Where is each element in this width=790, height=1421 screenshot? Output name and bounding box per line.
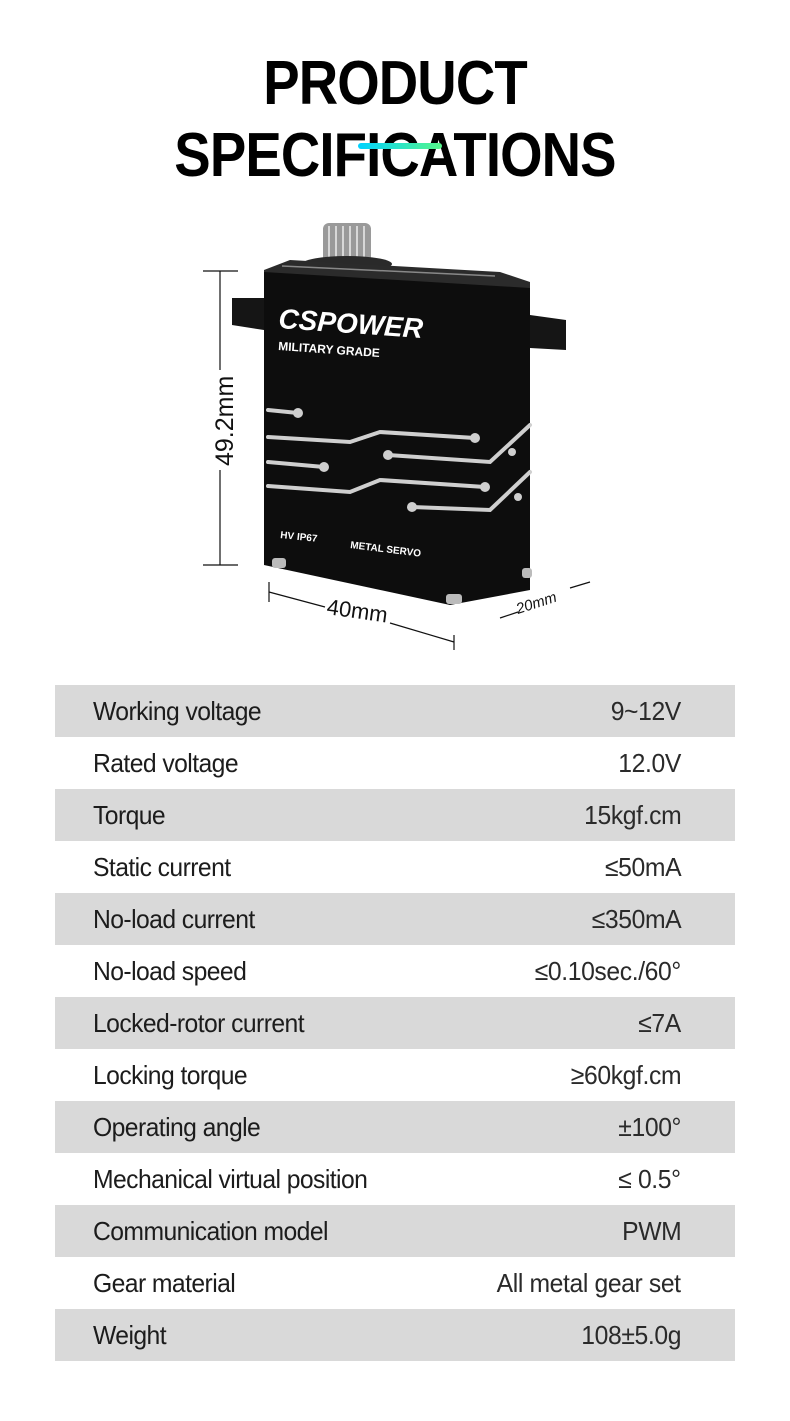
spec-row: Weight 108±5.0g xyxy=(55,1309,735,1361)
spec-label: Working voltage xyxy=(93,695,262,726)
spec-label: Operating angle xyxy=(93,1111,261,1142)
spec-value: ≤7A xyxy=(638,1007,681,1038)
spec-value: ≤0.10sec./60° xyxy=(534,955,682,986)
spec-row: Static current ≤50mA xyxy=(55,841,735,893)
spec-value: 12.0V xyxy=(618,747,681,778)
spec-label: Communication model xyxy=(93,1215,328,1246)
spec-row: No-load current ≤350mA xyxy=(55,893,735,945)
title-accent-bar xyxy=(358,143,442,149)
spec-label: Torque xyxy=(93,799,166,830)
height-label: 49.2mm xyxy=(211,376,239,466)
spec-value: 15kgf.cm xyxy=(583,799,682,830)
spec-label: Locked-rotor current xyxy=(93,1007,305,1038)
spec-row: Rated voltage 12.0V xyxy=(55,737,735,789)
spec-value: 108±5.0g xyxy=(581,1319,681,1350)
spec-value: All metal gear set xyxy=(497,1267,681,1298)
spec-label: No-load speed xyxy=(93,955,247,986)
spec-value: ≥60kgf.cm xyxy=(570,1059,682,1090)
height-dimension xyxy=(203,270,238,566)
spec-row: Working voltage 9~12V xyxy=(55,685,735,737)
spec-value: ≤50mA xyxy=(604,851,682,882)
spec-label: Mechanical virtual position xyxy=(93,1163,368,1194)
page-title: PRODUCT SPECIFICATIONS xyxy=(174,49,616,190)
spec-label: Rated voltage xyxy=(93,747,239,778)
spec-value: ≤350mA xyxy=(591,903,681,934)
spec-label: No-load current xyxy=(93,903,255,934)
depth-label: 20mm xyxy=(513,589,559,618)
spec-label: Static current xyxy=(93,851,231,882)
width-dimension xyxy=(268,582,455,650)
width-label: 40mm xyxy=(325,594,389,627)
spec-label: Locking torque xyxy=(93,1059,248,1090)
spec-label: Gear material xyxy=(93,1267,236,1298)
badge-hv-ip67: HV IP67 xyxy=(280,530,319,545)
spec-row: Mechanical virtual position ≤ 0.5° xyxy=(55,1153,735,1205)
servo-body: CSPOWER MILITARY GRADE HV IP67 METAL SER… xyxy=(232,223,566,605)
spec-label: Weight xyxy=(93,1319,167,1350)
spec-value: ≤ 0.5° xyxy=(618,1163,682,1194)
spec-value: 9~12V xyxy=(610,695,682,726)
spec-row: Torque 15kgf.cm xyxy=(55,789,735,841)
spec-row: Communication model PWM xyxy=(55,1205,735,1257)
spec-value: PWM xyxy=(621,1215,682,1246)
depth-dimension xyxy=(499,581,591,619)
spec-row: Gear material All metal gear set xyxy=(55,1257,735,1309)
spec-row: Operating angle ±100° xyxy=(55,1101,735,1153)
spec-value: ±100° xyxy=(618,1111,681,1142)
spec-row: Locking torque ≥60kgf.cm xyxy=(55,1049,735,1101)
spec-row: Locked-rotor current ≤7A xyxy=(55,997,735,1049)
spec-row: No-load speed ≤0.10sec./60° xyxy=(55,945,735,997)
product-image: 49.2mm 40mm 20mm xyxy=(200,210,600,660)
